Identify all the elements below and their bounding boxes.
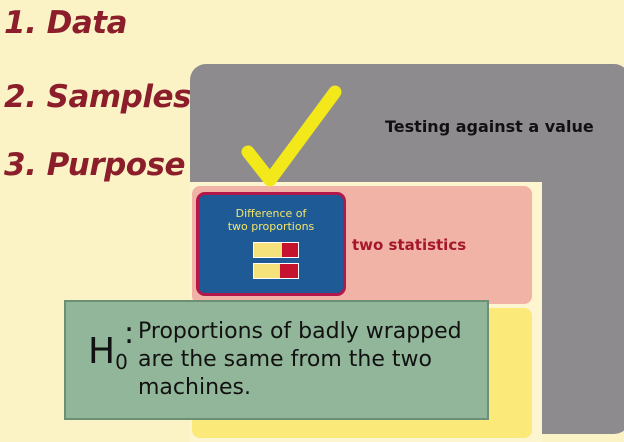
step-purpose: 3. Purpose	[4, 147, 186, 183]
step-samples: 2. Samples	[4, 79, 191, 115]
two-statistics-label: two statistics	[352, 236, 467, 254]
difference-of-two-proportions-card[interactable]: Difference of two proportions	[196, 192, 346, 296]
two-proportion-bars-icon	[253, 242, 299, 258]
card-title-line-1: Difference of	[235, 207, 307, 220]
card-title: Difference of two proportions	[199, 207, 343, 233]
hypothesis-h: H	[88, 331, 116, 372]
hypothesis-line-3: machines.	[138, 375, 251, 400]
two-proportion-bars-icon	[253, 263, 299, 279]
step-data: 1. Data	[4, 5, 128, 41]
testing-against-value-label: Testing against a value	[385, 117, 594, 136]
hypothesis-line-1-text: Proportions of badly wrapped	[138, 319, 462, 344]
hypothesis-colon: :	[124, 316, 135, 351]
null-hypothesis-symbol: H0	[88, 331, 128, 374]
card-title-line-2: two proportions	[227, 220, 315, 233]
null-hypothesis-box: H0 :Proportions of badly wrapped are the…	[64, 300, 489, 420]
hypothesis-subscript: 0	[115, 350, 128, 374]
checkmark-icon	[241, 85, 342, 187]
null-hypothesis-text: :Proportions of badly wrapped are the sa…	[124, 318, 483, 402]
hypothesis-line-2: are the same from the two	[138, 347, 432, 372]
hypothesis-line-1: :Proportions of badly wrapped	[124, 318, 483, 349]
